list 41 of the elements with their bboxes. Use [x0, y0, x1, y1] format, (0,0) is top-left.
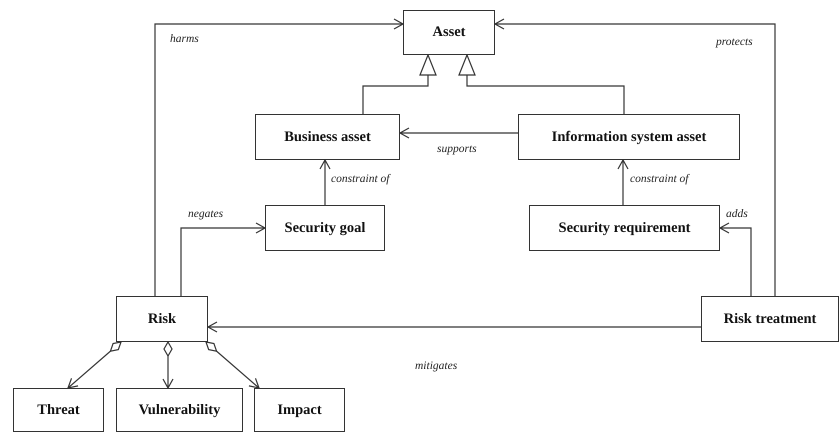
class-box	[529, 205, 720, 251]
edge-label: supports	[437, 143, 477, 155]
class-box	[265, 205, 385, 251]
class-box	[116, 388, 243, 432]
aggregation-arrow	[205, 341, 260, 389]
arrow	[207, 321, 701, 333]
class-box	[116, 296, 208, 342]
arrow	[719, 222, 752, 296]
generalization-arrow	[458, 54, 625, 114]
edge-label: mitigates	[415, 360, 458, 372]
arrow	[180, 222, 266, 296]
aggregation-arrow	[162, 341, 174, 389]
class-name: Asset	[432, 24, 466, 41]
edge-label: negates	[188, 208, 224, 220]
class-name: Threat	[37, 402, 80, 418]
generalization-arrow	[362, 54, 437, 114]
arrow	[494, 18, 776, 296]
arrow	[617, 159, 629, 205]
class-box	[255, 114, 400, 160]
class-box	[518, 114, 740, 160]
arrow	[319, 159, 331, 205]
class-name: Impact	[277, 402, 322, 418]
class-name: Information system asset	[552, 128, 706, 146]
class-box	[403, 10, 495, 55]
class-name: Risk	[148, 310, 176, 328]
edge-label: protects	[716, 36, 753, 48]
class-box	[701, 296, 839, 342]
arrow	[399, 127, 518, 139]
edge-label: constraint of	[630, 173, 688, 185]
class-name: Security goal	[284, 220, 366, 236]
class-name: Risk treatment	[724, 310, 816, 328]
class-name: Business asset	[284, 128, 371, 146]
edge-label: adds	[726, 208, 748, 220]
aggregation-arrow	[67, 341, 122, 389]
class-name: Vulnerability	[138, 402, 220, 418]
class-name: Security requirement	[558, 220, 690, 236]
arrow	[154, 18, 404, 296]
edge-label: harms	[170, 33, 199, 45]
class-box	[254, 388, 345, 432]
class-box	[13, 388, 104, 432]
edge-label: constraint of	[331, 173, 390, 185]
